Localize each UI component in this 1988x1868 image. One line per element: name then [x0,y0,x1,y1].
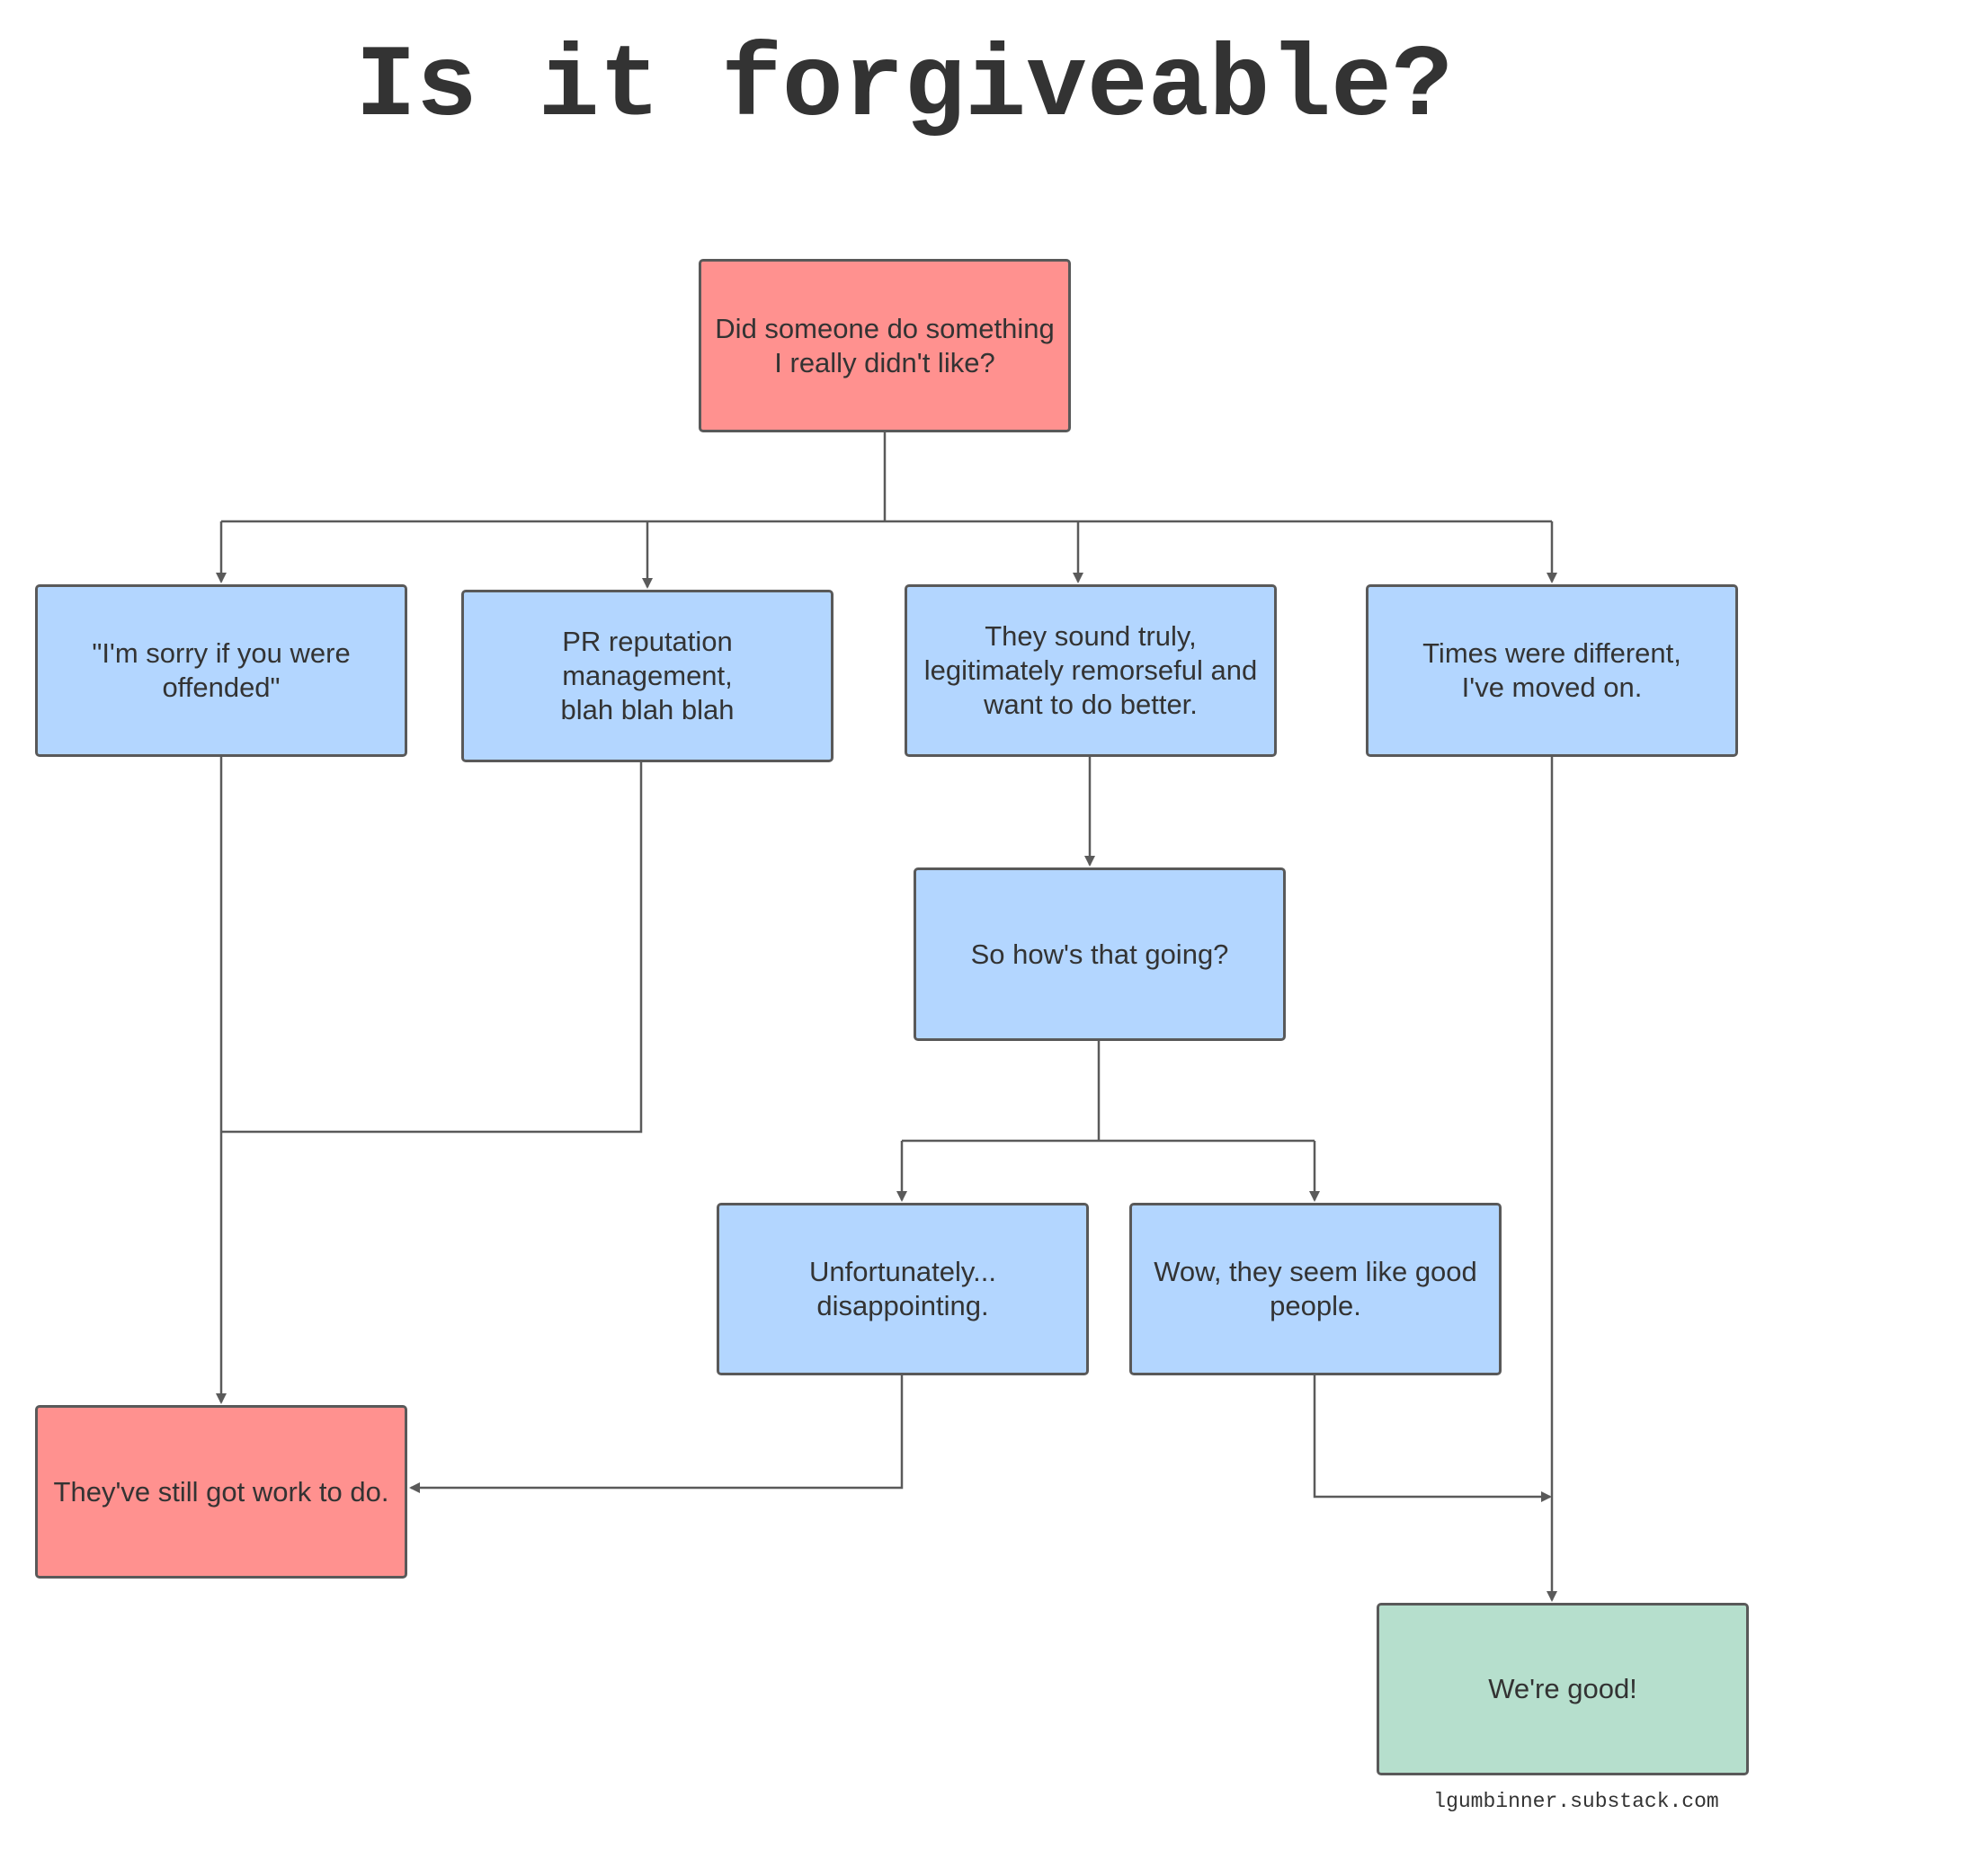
node-good-people: Wow, they seem like good people. [1129,1203,1502,1375]
node-how-is-it-going: So how's that going? [914,867,1286,1041]
page-title: Is it forgiveable? [355,30,1453,145]
node-root-question-label: Did someone do something I really didn't… [715,312,1055,378]
node-root-question: Did someone do something I really didn't… [699,259,1071,432]
node-still-work-to-do: They've still got work to do. [35,1405,407,1579]
node-good-people-label: Wow, they seem like good people. [1154,1256,1477,1321]
node-times-were-different: Times were different, I've moved on. [1366,584,1738,757]
node-how-is-it-going-label: So how's that going? [970,938,1229,970]
connector-unfortunately-work [409,1375,904,1493]
node-unfortunately-disappointing: Unfortunately... disappointing. [717,1203,1089,1375]
node-we-are-good: We're good! [1377,1603,1749,1775]
node-pr-management: PR reputation management, blah blah blah [461,590,834,762]
node-we-are-good-label: We're good! [1488,1673,1637,1705]
connector-pr-merge [221,762,643,1134]
connector-wow-merge [1313,1375,1552,1502]
node-truly-remorseful: They sound truly, legitimately remorsefu… [905,584,1277,757]
node-still-work-to-do-label: They've still got work to do. [53,1475,389,1508]
node-sorry-if-offended-label: "I'm sorry if you were offended" [92,637,351,703]
node-times-were-different-label: Times were different, I've moved on. [1422,637,1681,703]
node-unfortunately-disappointing-label: Unfortunately... disappointing. [809,1256,996,1321]
node-sorry-if-offended: "I'm sorry if you were offended" [35,584,407,757]
footer-source: lgumbinner.substack.com [1433,1790,1719,1813]
node-pr-management-label: PR reputation management, blah blah blah [560,626,735,725]
node-truly-remorseful-label: They sound truly, legitimately remorsefu… [923,620,1258,720]
